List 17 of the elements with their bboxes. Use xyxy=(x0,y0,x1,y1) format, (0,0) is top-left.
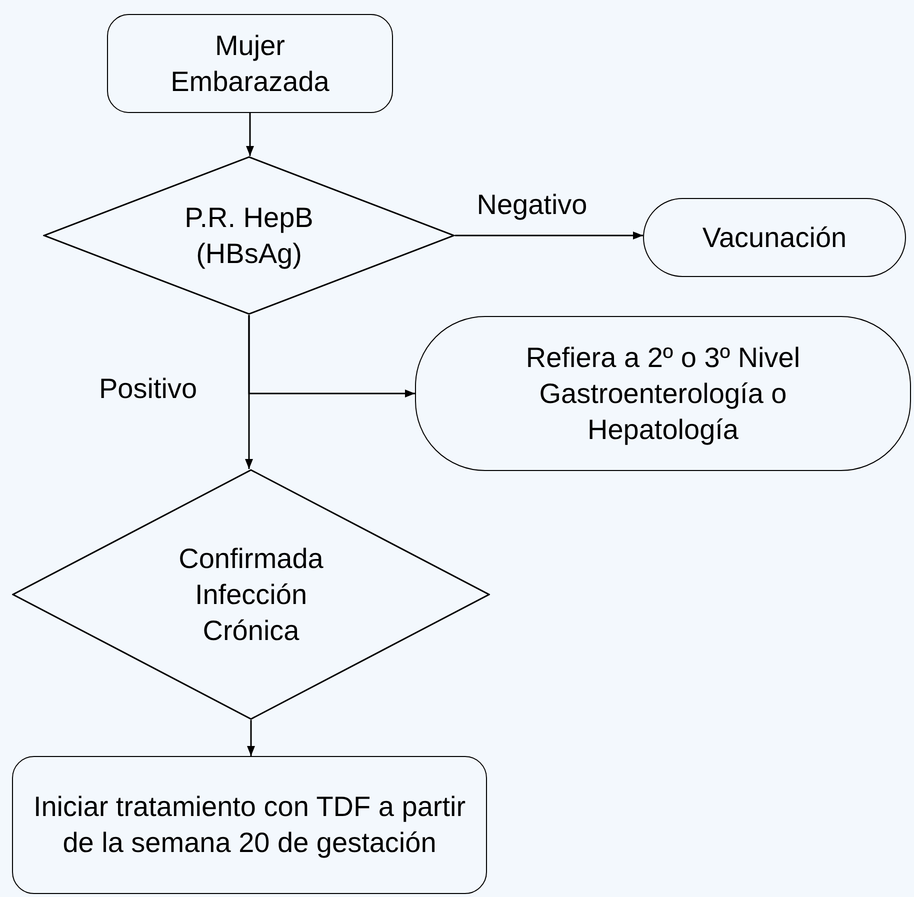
process-box xyxy=(12,756,487,894)
decision-diamond xyxy=(12,469,490,720)
node-text: Iniciar tratamiento con TDF a partir de la semana 20 de gestación xyxy=(32,790,467,860)
process-box xyxy=(643,198,906,277)
node-text: Vacunación xyxy=(701,220,848,254)
arrow xyxy=(455,232,643,240)
process-box xyxy=(107,14,393,113)
node-text: Mujer Embarazada xyxy=(170,28,330,98)
decision-diamond xyxy=(43,156,455,315)
node-text: Confirmada Infección Crónica xyxy=(178,542,324,648)
edge-label: Negativo xyxy=(476,191,588,219)
node-text: P.R. HepB (HBsAg) xyxy=(184,200,314,271)
process-box xyxy=(415,316,911,471)
node-text: Refiera a 2º o 3º Nivel Gastroenterología o Hepatología xyxy=(524,340,802,447)
arrow xyxy=(246,113,254,156)
arrow xyxy=(245,315,253,469)
arrow xyxy=(247,720,255,756)
